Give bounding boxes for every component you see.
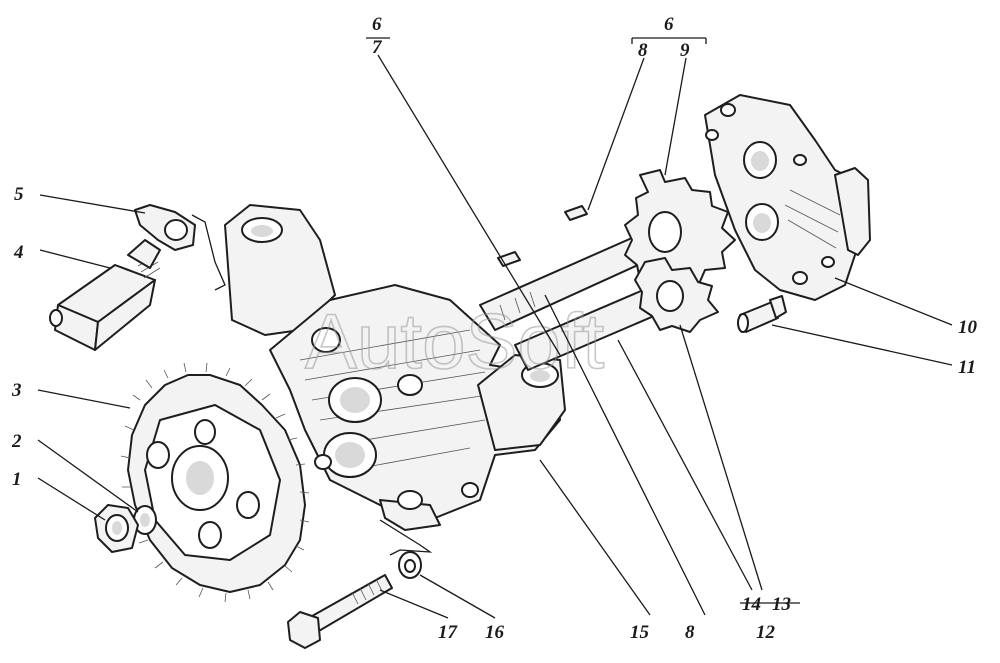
label-2: 2 (11, 431, 22, 452)
label-8-top: 8 (638, 40, 648, 61)
pump-cover (704, 94, 871, 301)
bolt (287, 574, 393, 649)
label-4: 4 (13, 242, 24, 263)
coupling (49, 239, 161, 351)
label-12: 12 (756, 622, 776, 643)
drive-gear (120, 362, 310, 603)
label-13: 13 (772, 594, 791, 615)
label-17: 17 (438, 622, 459, 643)
pump-gears (624, 169, 736, 333)
watermark: AutoSoft (305, 297, 605, 385)
tab-washer (134, 204, 226, 291)
label-16: 16 (485, 622, 505, 643)
label-5: 5 (14, 184, 24, 205)
label-15: 15 (630, 622, 650, 643)
leader-lines (37, 37, 953, 619)
pump-body (224, 204, 566, 531)
label-8-bottom: 8 (685, 622, 695, 643)
nut (94, 504, 139, 553)
key (497, 205, 588, 267)
label-11: 11 (958, 357, 976, 378)
label-6-top-right: 6 (664, 14, 674, 35)
dowel-pin (737, 295, 787, 333)
label-7: 7 (372, 37, 383, 58)
label-6-top-left: 6 (372, 14, 382, 35)
label-14: 14 (742, 594, 761, 615)
label-1: 1 (12, 469, 22, 490)
callout-labels: 1 2 3 4 5 6 7 6 8 9 10 11 14 13 12 8 15 … (11, 14, 978, 643)
spring-washer (379, 519, 433, 579)
label-3: 3 (11, 380, 22, 401)
label-9: 9 (680, 40, 690, 61)
label-10: 10 (958, 317, 978, 338)
